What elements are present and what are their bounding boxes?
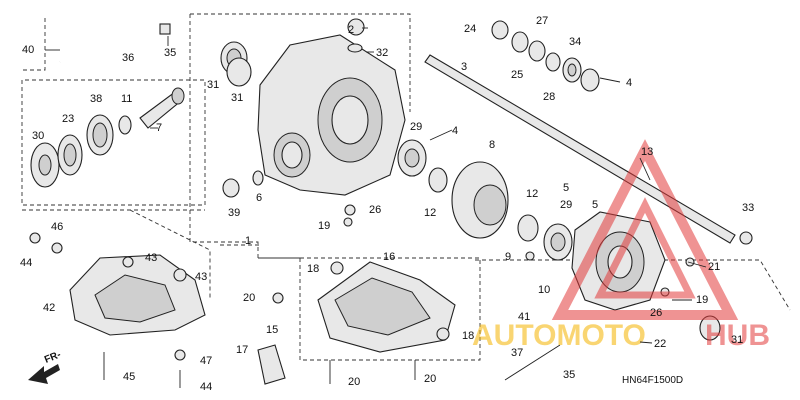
callout: 30: [32, 130, 44, 142]
callout: 40: [22, 44, 34, 56]
callout: 26: [369, 204, 381, 216]
callout: 21: [708, 261, 720, 273]
skid-plate-center: [257, 261, 561, 385]
callout: 24: [464, 23, 476, 35]
callout: 12: [526, 188, 538, 200]
callout: 19: [696, 294, 708, 306]
callout: 16: [383, 251, 395, 263]
callout: 31: [207, 79, 219, 91]
front-arrow: [28, 364, 60, 384]
callout: 15: [266, 324, 278, 336]
callout: 45: [123, 371, 135, 383]
callout: 17: [236, 344, 248, 356]
callout: 20: [348, 376, 360, 388]
callout: 35: [164, 47, 176, 59]
callout: 36: [122, 52, 134, 64]
watermark-word2: HUB: [705, 319, 770, 352]
callout: 3: [461, 61, 467, 73]
watermark-word1: AUTOMOTO: [472, 319, 646, 352]
callout: 29: [410, 121, 422, 133]
callout: 20: [243, 292, 255, 304]
callout-labels: 2 32 40 36 35 31 31 38 11 23 30 7 39 6 1…: [20, 15, 754, 393]
callout: 28: [543, 91, 555, 103]
callout: 5: [563, 182, 569, 194]
callout: 12: [424, 207, 436, 219]
callout: 19: [318, 220, 330, 232]
callout: 18: [462, 330, 474, 342]
callout: 9: [505, 251, 511, 263]
callout: 26: [650, 307, 662, 319]
skid-plate-left: [29, 232, 206, 388]
callout: 46: [51, 221, 63, 233]
callout: 6: [256, 192, 262, 204]
callout: 37: [511, 347, 523, 359]
callout: 4: [626, 77, 632, 89]
callout: 34: [569, 36, 581, 48]
callout: 23: [62, 113, 74, 125]
callout: 8: [489, 139, 495, 151]
callout: 44: [200, 381, 212, 393]
callout: 22: [654, 338, 666, 350]
callout: 10: [538, 284, 550, 296]
pinion-assembly: [30, 87, 185, 188]
breather-hose: [45, 23, 171, 63]
callout: 18: [307, 263, 319, 275]
callout: 5: [592, 199, 598, 211]
callout: 25: [511, 69, 523, 81]
callout: 41: [518, 311, 530, 323]
callout: 39: [228, 207, 240, 219]
watermark: AUTOMOTO HUB: [472, 139, 770, 352]
callout: 38: [90, 93, 102, 105]
callout: 27: [536, 15, 548, 27]
callout: 29: [560, 199, 572, 211]
callout: 11: [121, 93, 132, 105]
diagram-code: HN64F1500D: [622, 375, 683, 386]
callout: 32: [376, 47, 388, 59]
callout: 1: [245, 235, 251, 247]
callout: 42: [43, 302, 55, 314]
callout: 43: [145, 252, 157, 264]
callout: 31: [231, 92, 243, 104]
callout: 31: [731, 334, 743, 346]
callout: 4: [452, 125, 458, 137]
callout: 7: [156, 122, 162, 134]
callout: 44: [20, 257, 32, 269]
callout: 47: [200, 355, 212, 367]
callout: 13: [641, 146, 653, 158]
front-marker: FR-: [43, 349, 63, 365]
callout: 2: [348, 24, 354, 36]
callout: 43: [195, 271, 207, 283]
callout: 20: [424, 373, 436, 385]
callout: 33: [742, 202, 754, 214]
bearing-stack: [491, 20, 600, 92]
ring-gear-group: [397, 139, 573, 261]
differential-housing: [220, 18, 406, 227]
group-boundaries: [21, 13, 791, 361]
callout: 35: [563, 369, 575, 381]
leader-lines: [150, 27, 707, 344]
